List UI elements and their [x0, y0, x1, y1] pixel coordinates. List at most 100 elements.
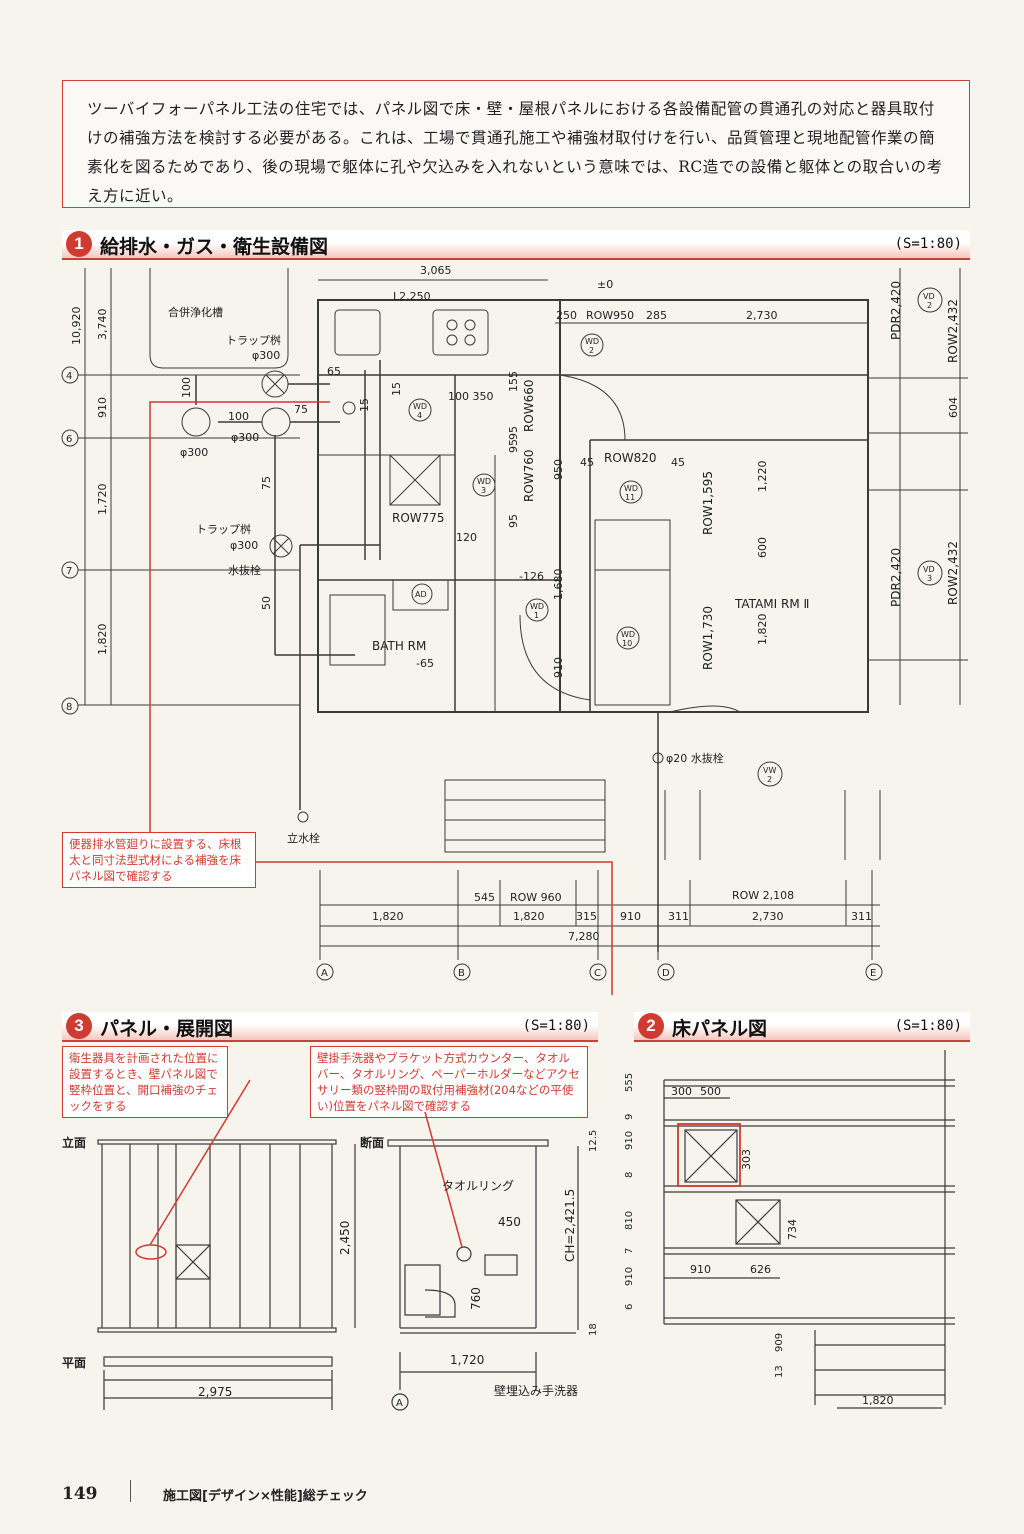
dim-315: 315	[576, 910, 597, 923]
row-660: ROW660	[522, 379, 536, 432]
intro-box: ツーバイフォーパネル工法の住宅では、パネル図で床・壁・屋根パネルにおける各設備配…	[62, 80, 970, 208]
dim-row950: ROW950	[586, 309, 634, 322]
label-m126: -126	[519, 570, 544, 583]
section1-header: 1 給排水・ガス・衛生設備図 (S=1:80)	[62, 230, 970, 260]
label-dia-left: φ300	[180, 446, 208, 459]
dim-left-910: 910	[96, 397, 109, 418]
section3-scale: (S=1:80)	[522, 1018, 590, 1034]
row-1595: ROW1,595	[701, 471, 715, 535]
section2-scale: (S=1:80)	[894, 1018, 962, 1034]
dim-500: 500	[700, 1085, 721, 1098]
tag-wd10: WD	[621, 630, 635, 639]
dim-2730-top: 2,730	[746, 309, 778, 322]
section3-note-left: 衛生器具を計画された位置に設置するとき、壁パネル図で竪枠位置と、開口補強のチェッ…	[62, 1046, 228, 1118]
tag-vd2: VD	[923, 292, 935, 301]
panel-9-dim: 555	[624, 1073, 635, 1092]
dim-450: 450	[498, 1215, 521, 1229]
section1-number: 1	[66, 231, 92, 257]
label-drain: 水抜栓	[228, 563, 261, 577]
tag-wd4: WD	[413, 402, 427, 411]
dim-1820: 1,820	[862, 1394, 894, 1407]
label-tatami: TATAMI RM Ⅱ	[734, 597, 809, 611]
pipe-dim-95a: 95	[507, 426, 520, 440]
tag-ad: AD	[415, 590, 427, 599]
dim-910: 910	[690, 1263, 711, 1276]
svg-text:2: 2	[767, 775, 772, 784]
grid-row-8: 8	[66, 702, 72, 713]
dim-left-10920: 10,920	[70, 307, 83, 346]
label-elevation: 立面	[62, 1135, 86, 1150]
svg-text:2: 2	[589, 346, 594, 355]
dim-303: 303	[740, 1149, 753, 1170]
row-820: ROW820	[604, 451, 657, 465]
dim-row960: ROW 960	[510, 891, 562, 904]
dim-626: 626	[750, 1263, 771, 1276]
dim-ch: CH=2,421.5	[563, 1189, 577, 1262]
pipe-dim-50: 50	[260, 596, 273, 610]
panel-13-dim: 909	[774, 1333, 785, 1352]
dim-545: 545	[474, 891, 495, 904]
svg-text:3: 3	[927, 574, 932, 583]
pipe-dim-910: 910	[552, 657, 565, 678]
svg-text:10: 10	[622, 639, 632, 648]
label-pm0: ±0	[597, 278, 613, 291]
svg-text:4: 4	[417, 411, 422, 420]
pipe-dim-950: 950	[552, 459, 565, 480]
section3-number: 3	[66, 1013, 92, 1039]
pipe-dim-155: 155	[507, 371, 520, 392]
dim-1720: 1,720	[450, 1353, 484, 1367]
dim-125: 12.5	[588, 1130, 599, 1152]
tag-wd3: WD	[477, 477, 491, 486]
grid-row-4: 4	[66, 371, 72, 382]
label-bath: BATH RM	[372, 639, 426, 653]
dim-left-1720: 1,720	[96, 484, 109, 516]
section2-title: 床パネル図	[672, 1018, 768, 1040]
dim-734: 734	[786, 1219, 799, 1240]
panel-8-number: 8	[624, 1172, 635, 1178]
dim-1820-b: 1,820	[513, 910, 545, 923]
dim-311-a: 311	[668, 910, 689, 923]
row-760: ROW760	[522, 449, 536, 502]
pipe-dim-1680: 1,680	[552, 569, 565, 601]
grid-col-e: E	[870, 968, 876, 979]
pipe-dim-100b: 100	[228, 410, 249, 423]
dim-604: 604	[947, 397, 960, 418]
pipe-dim-95c: 95	[507, 514, 520, 528]
dim-250: 250	[556, 309, 577, 322]
grid-row-7: 7	[66, 566, 72, 577]
label-trap1: トラップ桝	[226, 333, 281, 347]
dim-total-7280: 7,280	[568, 930, 600, 943]
label-basin: 壁埋込み手洗器	[494, 1383, 578, 1398]
plumbing-plan-drawing: 合併浄化槽 トラップ桝 φ300 φ300 φ300 トラップ桝 φ300 水抜…	[61, 264, 968, 995]
dim-285: 285	[646, 309, 667, 322]
dim-row2108: ROW 2,108	[732, 889, 794, 902]
panel-9-number: 9	[624, 1114, 635, 1120]
label-section: 断面	[360, 1135, 384, 1150]
pipe-dim-75: 75	[294, 403, 308, 416]
tag-vd3: VD	[923, 565, 935, 574]
panel-8-dim: 910	[624, 1131, 635, 1150]
section1-title: 給排水・ガス・衛生設備図	[100, 236, 329, 258]
dim-left-3740: 3,740	[96, 309, 109, 341]
pipe-dim-15a: 15	[390, 382, 403, 396]
pipe-dim-45b: 45	[671, 456, 685, 469]
panel-elevation-drawing: 立面 断面 平面 タオルリング 壁埋込み手洗器 2,450 2,975 450 …	[62, 1079, 599, 1411]
svg-text:3: 3	[481, 486, 486, 495]
grid-col-a: A	[321, 968, 328, 979]
section3-note-right: 壁掛手洗器やブラケット方式カウンター、タオルバー、タオルリング、ペーパーホルダー…	[310, 1046, 588, 1118]
section2-header: 2 床パネル図 (S=1:80)	[634, 1012, 970, 1042]
footer-title: 施工図[デザイン×性能]総チェック	[163, 1489, 368, 1504]
pipe-dim-100a: 100	[180, 377, 193, 398]
label-septic: 合併浄化槽	[168, 305, 223, 319]
panel-7-number: 7	[624, 1248, 635, 1254]
dim-311-b: 311	[851, 910, 872, 923]
floor-panel-drawing: 300 500 303 734 910 626 1,820 9 555 8 91…	[624, 1050, 955, 1409]
grid-col-d: D	[662, 968, 670, 979]
grid-col-a-sec3: A	[396, 1398, 403, 1409]
svg-text:2: 2	[927, 301, 932, 310]
footer-divider	[130, 1480, 131, 1502]
pipe-dim-100-350: 100 350	[448, 390, 494, 403]
grid-col-c: C	[594, 968, 601, 979]
row-775: ROW775	[392, 511, 445, 525]
pipe-dim-120: 120	[456, 531, 477, 544]
